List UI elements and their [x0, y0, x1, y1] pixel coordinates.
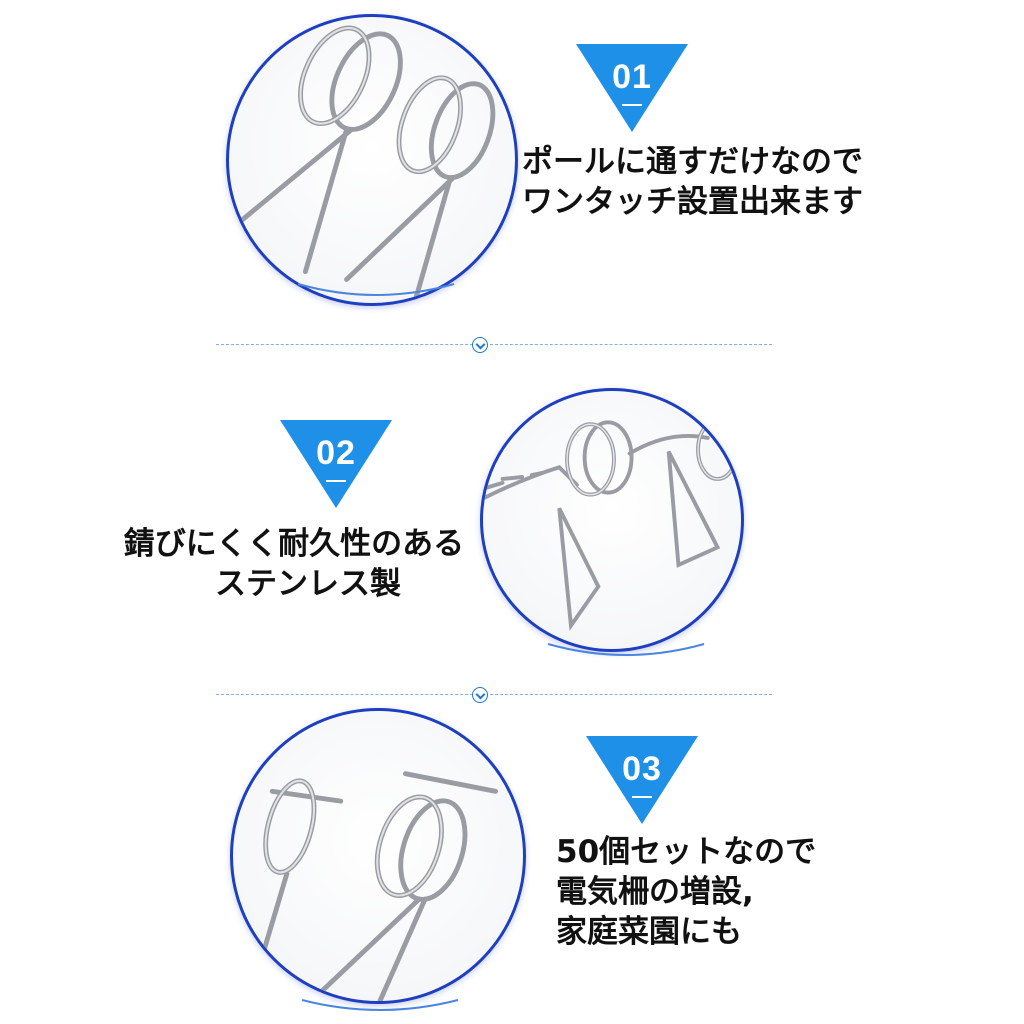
spring-clip-drawing — [236, 25, 496, 303]
feature-3-photo — [230, 708, 526, 1004]
section-divider — [216, 694, 772, 695]
chevron-down-circle-icon — [472, 687, 488, 703]
feature-number-badge-2: 02 — [280, 420, 392, 510]
feature-number: 02 — [316, 434, 356, 472]
spring-clip-drawing — [248, 771, 499, 1001]
chevron-down-circle-icon — [472, 337, 488, 353]
circle-swoosh — [547, 643, 705, 656]
feature-2-photo — [480, 388, 744, 652]
circle-swoosh — [297, 283, 455, 296]
section-divider — [216, 344, 772, 345]
feature-1-photo — [226, 14, 518, 306]
circle-swoosh — [301, 999, 459, 1011]
feature-2-caption: 錆びにくく耐久性のある ステンレス製 — [123, 526, 465, 602]
feature-1-caption: ポールに通すだけなので ワンタッチ設置出来ます — [522, 144, 863, 220]
feature-number-badge-3: 03 — [586, 736, 698, 826]
feature-3-caption: 50個セットなので 電気柵の増設, 家庭菜園にも — [556, 834, 817, 950]
feature-number: 01 — [612, 58, 652, 96]
feature-number-badge-1: 01 — [576, 44, 688, 134]
spring-clip-drawing — [483, 418, 740, 631]
feature-number: 03 — [622, 750, 662, 788]
